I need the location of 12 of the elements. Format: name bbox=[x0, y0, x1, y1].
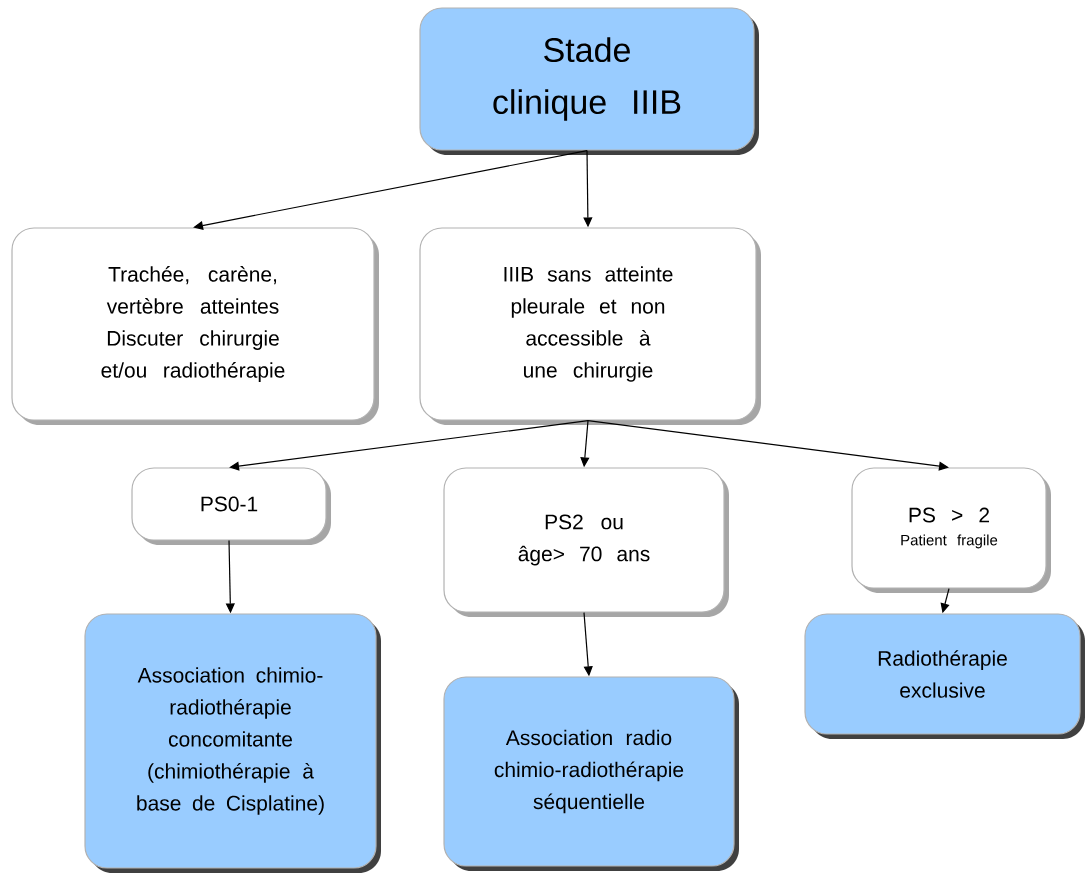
arrow bbox=[587, 420, 949, 471]
process-box: Trachée, carène, vertèbre atteintes Discuter chirurgie et/ou radiothérapie bbox=[11, 227, 379, 425]
arrow bbox=[193, 150, 588, 231]
process-box: IIIB sans atteinte pleurale et non accessible à une chirurgie bbox=[419, 227, 761, 425]
treatment-box: Radiothérapie exclusive bbox=[804, 613, 1085, 739]
process-box: PS2 ou âge> 70 ans bbox=[443, 467, 729, 617]
process-box: PS0-1 bbox=[131, 467, 331, 545]
treatment-box: Association chimio-radiothérapie concomitante (chimiothérapie à base de Cisplatine) bbox=[84, 613, 381, 873]
stage-box: Stade clinique IIIB bbox=[419, 7, 759, 155]
arrow bbox=[229, 420, 589, 471]
treatment-box: Association radio chimio-radiothérapie séquentielle bbox=[443, 676, 739, 871]
process-box: PS > 2 Patient fragile bbox=[851, 467, 1051, 593]
